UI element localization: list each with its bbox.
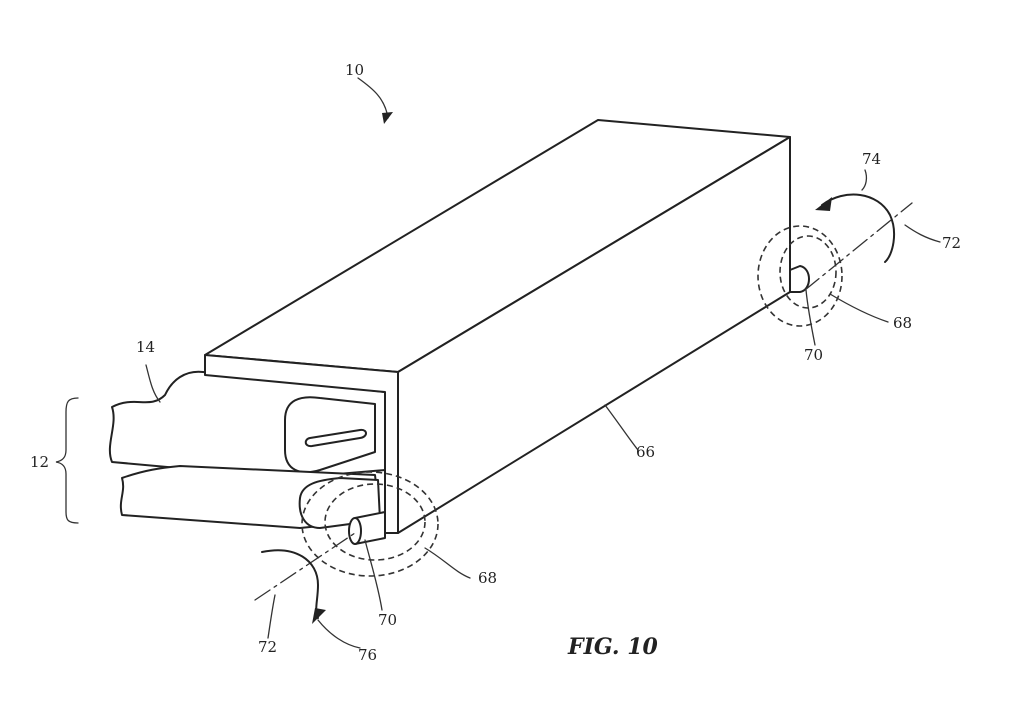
leader-lines <box>145 77 941 649</box>
flexible-layer-stack <box>55 370 386 529</box>
label-stack: 12 <box>30 453 49 471</box>
rotation-arrow-right <box>815 193 896 263</box>
label-housing: 66 <box>636 443 655 461</box>
hinge-pin-left <box>348 511 386 545</box>
rotation-arrow-left <box>261 549 326 624</box>
hinge-pin-right <box>789 265 810 293</box>
label-device: 10 <box>345 61 364 79</box>
label-layer: 14 <box>136 338 155 356</box>
label-axis-left: 72 <box>258 638 277 656</box>
rotation-axis <box>254 202 913 601</box>
label-pin-left: 70 <box>378 611 397 629</box>
label-axis-right: 72 <box>942 234 961 252</box>
label-region-left: 68 <box>478 569 497 587</box>
label-rotation-right: 74 <box>862 150 881 168</box>
label-region-right: 68 <box>893 314 912 332</box>
figure-caption: FIG. 10 <box>567 634 659 660</box>
dashed-region-left-inner <box>324 483 426 561</box>
label-pin-right: 70 <box>804 346 823 364</box>
dashed-region-left-outer <box>301 471 439 577</box>
dashed-region-right-outer <box>757 225 843 327</box>
label-rotation-left: 76 <box>358 646 377 664</box>
